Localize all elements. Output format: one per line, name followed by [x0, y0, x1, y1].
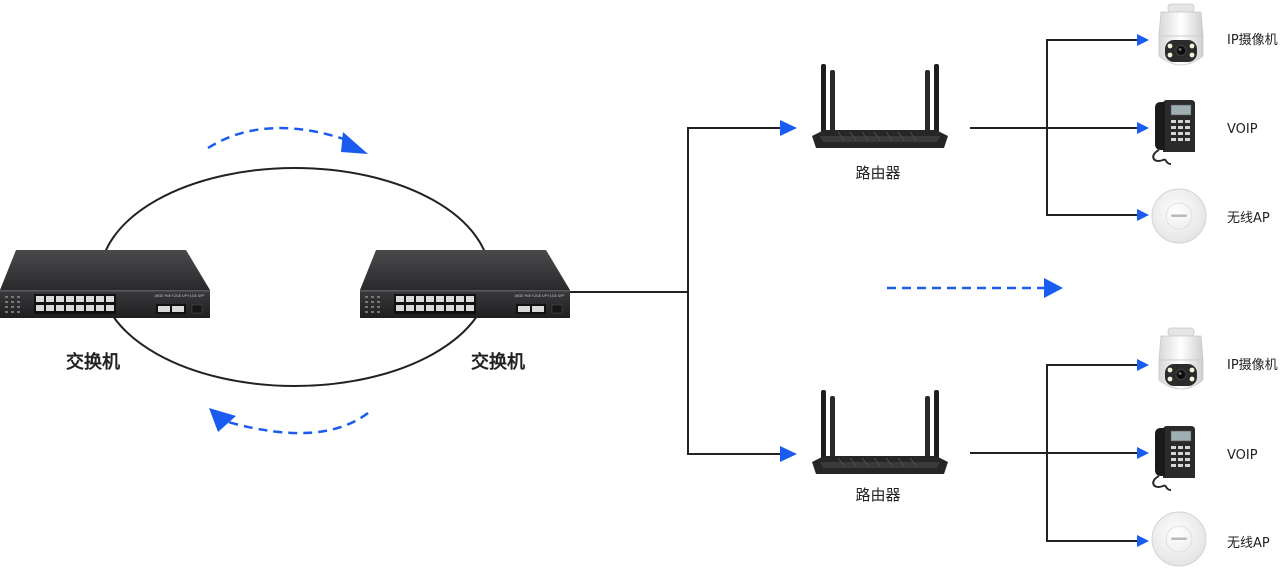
switch-right-label: 交换机 — [471, 351, 525, 373]
ip-phone-icon — [1152, 99, 1196, 165]
wireless-ap-icon — [1151, 511, 1207, 567]
router-bottom-label: 路由器 — [855, 486, 900, 504]
router-bottom-device-links — [970, 364, 1140, 542]
router-top-label: 路由器 — [855, 164, 900, 182]
middle-dashed-arrow-head — [1044, 278, 1063, 298]
ring-arrow-top — [207, 126, 351, 150]
switch-left: 16GE PoE+2GE UP+1GE SFP — [0, 249, 211, 319]
wireless-ap-icon — [1151, 188, 1207, 244]
switch-right-panel-text: 16GE PoE+2GE UP+1GE SFP — [514, 294, 564, 298]
switch-to-router-links — [570, 127, 788, 455]
router-top — [811, 63, 949, 149]
device-top-voip-label: VOIP — [1227, 122, 1258, 137]
ring-arrow-bottom-head — [209, 408, 236, 432]
switch-left-panel-text: 16GE PoE+2GE UP+1GE SFP — [154, 294, 204, 298]
switch-right: 16GE PoE+2GE UP+1GE SFP — [359, 249, 571, 319]
device-bottom-camera-label: IP摄像机 — [1227, 358, 1278, 373]
ring-arrow-top-head — [341, 132, 368, 154]
router-top-link-arrow — [780, 120, 797, 136]
router-bottom-link-arrow — [780, 446, 797, 462]
router-top-device-links — [970, 39, 1140, 216]
router-bottom — [811, 389, 949, 475]
dome-camera-icon — [1158, 3, 1204, 66]
device-link-arrows — [1137, 34, 1149, 547]
ip-phone-icon — [1152, 425, 1196, 491]
device-top-camera-label: IP摄像机 — [1227, 33, 1278, 48]
ring-arrow-bottom — [227, 412, 369, 435]
device-top-ap-label: 无线AP — [1227, 211, 1270, 226]
device-bottom-voip-label: VOIP — [1227, 448, 1258, 463]
device-bottom-ap-label: 无线AP — [1227, 536, 1270, 551]
switch-left-label: 交换机 — [66, 351, 120, 373]
dome-camera-icon — [1158, 327, 1204, 390]
